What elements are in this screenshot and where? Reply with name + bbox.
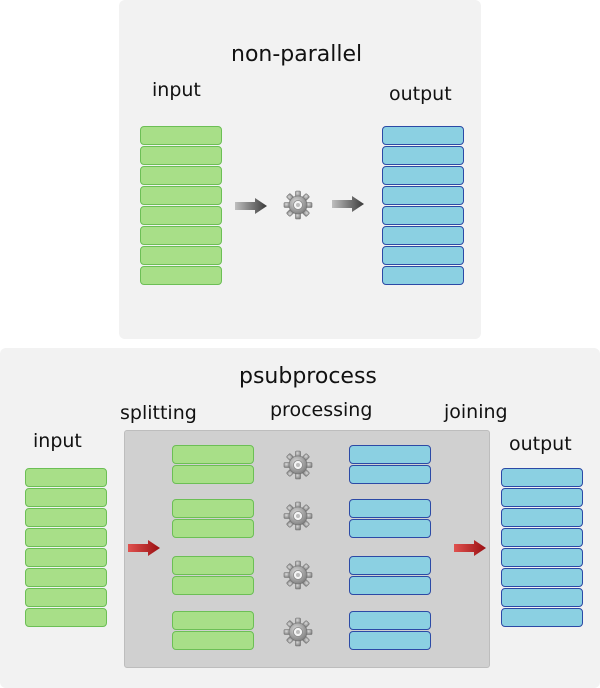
input-row xyxy=(25,608,107,627)
output-row xyxy=(349,519,431,538)
arrow-right-icon xyxy=(332,196,364,212)
top-input-label: input xyxy=(152,79,201,101)
output-row xyxy=(501,568,583,587)
output-row xyxy=(382,186,464,205)
splitting-label: splitting xyxy=(120,402,197,424)
input-row xyxy=(140,186,222,205)
input-row xyxy=(140,126,222,145)
output-row xyxy=(349,445,431,464)
output-row xyxy=(382,266,464,285)
chunk-input-stack xyxy=(172,611,254,650)
output-row xyxy=(501,608,583,627)
input-row xyxy=(172,465,254,484)
chunk-input-stack xyxy=(172,445,254,484)
joining-label: joining xyxy=(444,401,508,423)
output-row xyxy=(382,166,464,185)
input-row xyxy=(25,548,107,567)
output-row xyxy=(382,206,464,225)
input-row xyxy=(140,166,222,185)
bottom-input-stack xyxy=(25,468,107,627)
input-row xyxy=(25,568,107,587)
processing-label: processing xyxy=(270,399,373,421)
input-row xyxy=(172,631,254,650)
arrow-right-icon xyxy=(235,198,267,214)
input-row xyxy=(172,445,254,464)
top-input-stack xyxy=(140,126,222,285)
input-row xyxy=(140,206,222,225)
input-row xyxy=(25,468,107,487)
arrow-right-icon xyxy=(128,540,160,556)
output-row xyxy=(501,488,583,507)
gear-icon xyxy=(283,501,313,531)
output-row xyxy=(349,465,431,484)
output-row xyxy=(501,548,583,567)
gear-icon xyxy=(283,560,313,590)
non-parallel-title: non-parallel xyxy=(231,42,363,67)
gear-icon xyxy=(283,450,313,480)
input-row xyxy=(140,246,222,265)
gear-icon xyxy=(283,190,313,220)
arrow-right-icon xyxy=(454,540,486,556)
output-row xyxy=(501,468,583,487)
input-row xyxy=(172,611,254,630)
chunk-output-stack xyxy=(349,499,431,538)
chunk-output-stack xyxy=(349,445,431,484)
output-row xyxy=(349,631,431,650)
input-row xyxy=(25,588,107,607)
bottom-output-stack xyxy=(501,468,583,627)
output-row xyxy=(349,611,431,630)
input-row xyxy=(172,519,254,538)
chunk-input-stack xyxy=(172,556,254,595)
input-row xyxy=(172,499,254,518)
output-row xyxy=(501,588,583,607)
psubprocess-title: psubprocess xyxy=(239,364,377,389)
input-row xyxy=(140,226,222,245)
output-row xyxy=(349,556,431,575)
output-row xyxy=(382,126,464,145)
input-row xyxy=(172,556,254,575)
bottom-input-label: input xyxy=(33,430,82,452)
output-row xyxy=(349,499,431,518)
input-row xyxy=(140,266,222,285)
chunk-output-stack xyxy=(349,611,431,650)
input-row xyxy=(140,146,222,165)
input-row xyxy=(25,488,107,507)
chunk-input-stack xyxy=(172,499,254,538)
input-row xyxy=(25,528,107,547)
output-row xyxy=(382,146,464,165)
input-row xyxy=(25,508,107,527)
chunk-output-stack xyxy=(349,556,431,595)
top-output-stack xyxy=(382,126,464,285)
input-row xyxy=(172,576,254,595)
bottom-output-label: output xyxy=(509,433,572,455)
output-row xyxy=(382,246,464,265)
gear-icon xyxy=(283,617,313,647)
top-output-label: output xyxy=(389,83,452,105)
output-row xyxy=(501,508,583,527)
output-row xyxy=(349,576,431,595)
output-row xyxy=(501,528,583,547)
output-row xyxy=(382,226,464,245)
